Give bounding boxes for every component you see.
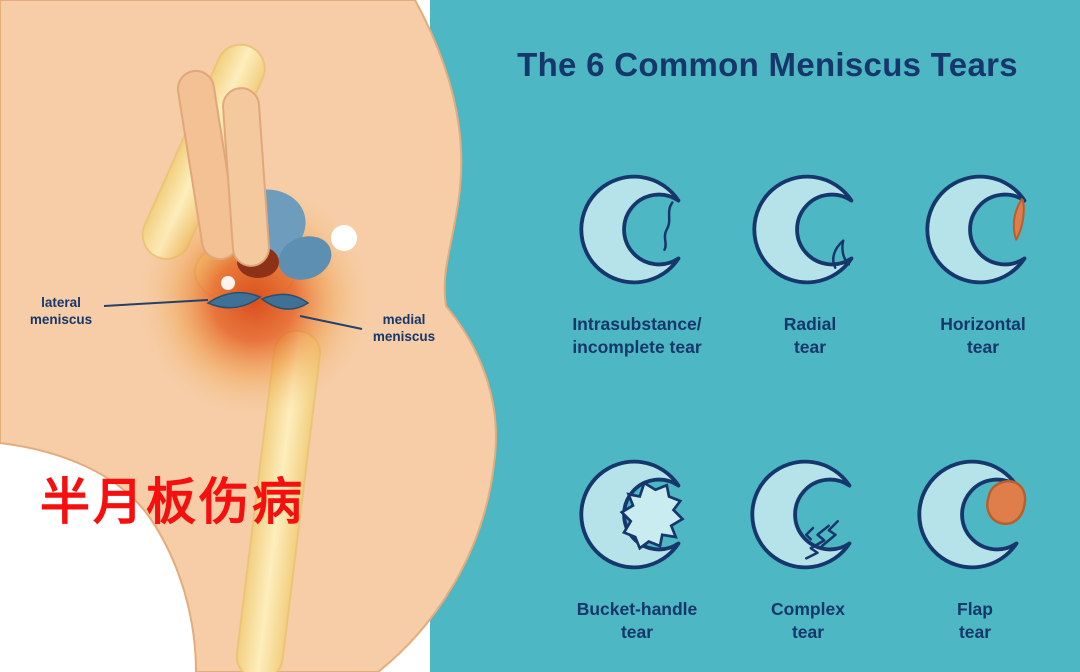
meniscus-flap-tear-icon xyxy=(916,459,1026,570)
tear-label-line: Horizontal xyxy=(940,314,1026,334)
page-title: The 6 Common Meniscus Tears xyxy=(517,46,1018,83)
tear-label-line: tear xyxy=(958,621,992,642)
meniscus-horizontal-tear-icon xyxy=(924,174,1026,285)
meniscus-complex-tear-icon xyxy=(749,459,851,570)
meniscus-radial-tear-icon xyxy=(751,174,853,285)
tear-label-line: Flap xyxy=(957,599,993,619)
label-line: lateral xyxy=(41,295,81,310)
meniscus-intrasubstance-tear-icon xyxy=(578,174,680,285)
tear-label-line: tear xyxy=(793,336,827,357)
tear-label-line: Radial xyxy=(783,314,837,334)
lateral-pointer-line xyxy=(103,299,209,307)
tear-label: Horizontal tear xyxy=(888,313,1078,359)
highlight-dot xyxy=(221,276,235,290)
tear-radial: Radial tear xyxy=(715,162,905,359)
tear-label: Intrasubstance/ incomplete tear xyxy=(542,313,732,359)
caption-chinese-meniscus-injury: 半月板伤病 xyxy=(40,474,305,530)
tear-label-line: tear xyxy=(966,336,1000,357)
meniscus-bucket-handle-tear-icon xyxy=(578,459,685,570)
knee-illustration-panel: lateral meniscus medial meniscus 半月板伤病 xyxy=(0,0,520,672)
medial-pointer-line xyxy=(299,315,363,330)
tear-label-line: Intrasubstance/ xyxy=(572,314,702,334)
highlight-dot xyxy=(331,225,357,251)
tear-label-line: Complex xyxy=(771,599,845,619)
tear-flap: Flap tear xyxy=(880,447,1070,644)
tear-label: Bucket-handle tear xyxy=(542,598,732,644)
label-line: meniscus xyxy=(29,312,93,328)
label-lateral-meniscus: lateral meniscus xyxy=(14,294,108,329)
tear-horizontal: Horizontal tear xyxy=(888,162,1078,359)
tear-label: Complex tear xyxy=(713,598,903,644)
tear-label: Radial tear xyxy=(715,313,905,359)
label-medial-meniscus: medial meniscus xyxy=(360,311,448,346)
tear-label: Flap tear xyxy=(880,598,1070,644)
tear-label-line: incomplete tear xyxy=(572,336,702,357)
label-line: medial xyxy=(382,312,426,327)
hand-fingers xyxy=(176,69,270,267)
tear-label-line: tear xyxy=(791,621,825,642)
knee-illustration xyxy=(0,0,497,672)
tear-bucket-handle: Bucket-handle tear xyxy=(542,447,732,644)
tear-complex: Complex tear xyxy=(713,447,903,644)
tears-panel: The 6 Common Meniscus Tears Intrasubstan… xyxy=(455,0,1080,672)
label-line: meniscus xyxy=(372,329,436,345)
tear-label-line: tear xyxy=(620,621,654,642)
tear-label-line: Bucket-handle xyxy=(576,599,698,619)
tear-intrasubstance: Intrasubstance/ incomplete tear xyxy=(542,162,732,359)
